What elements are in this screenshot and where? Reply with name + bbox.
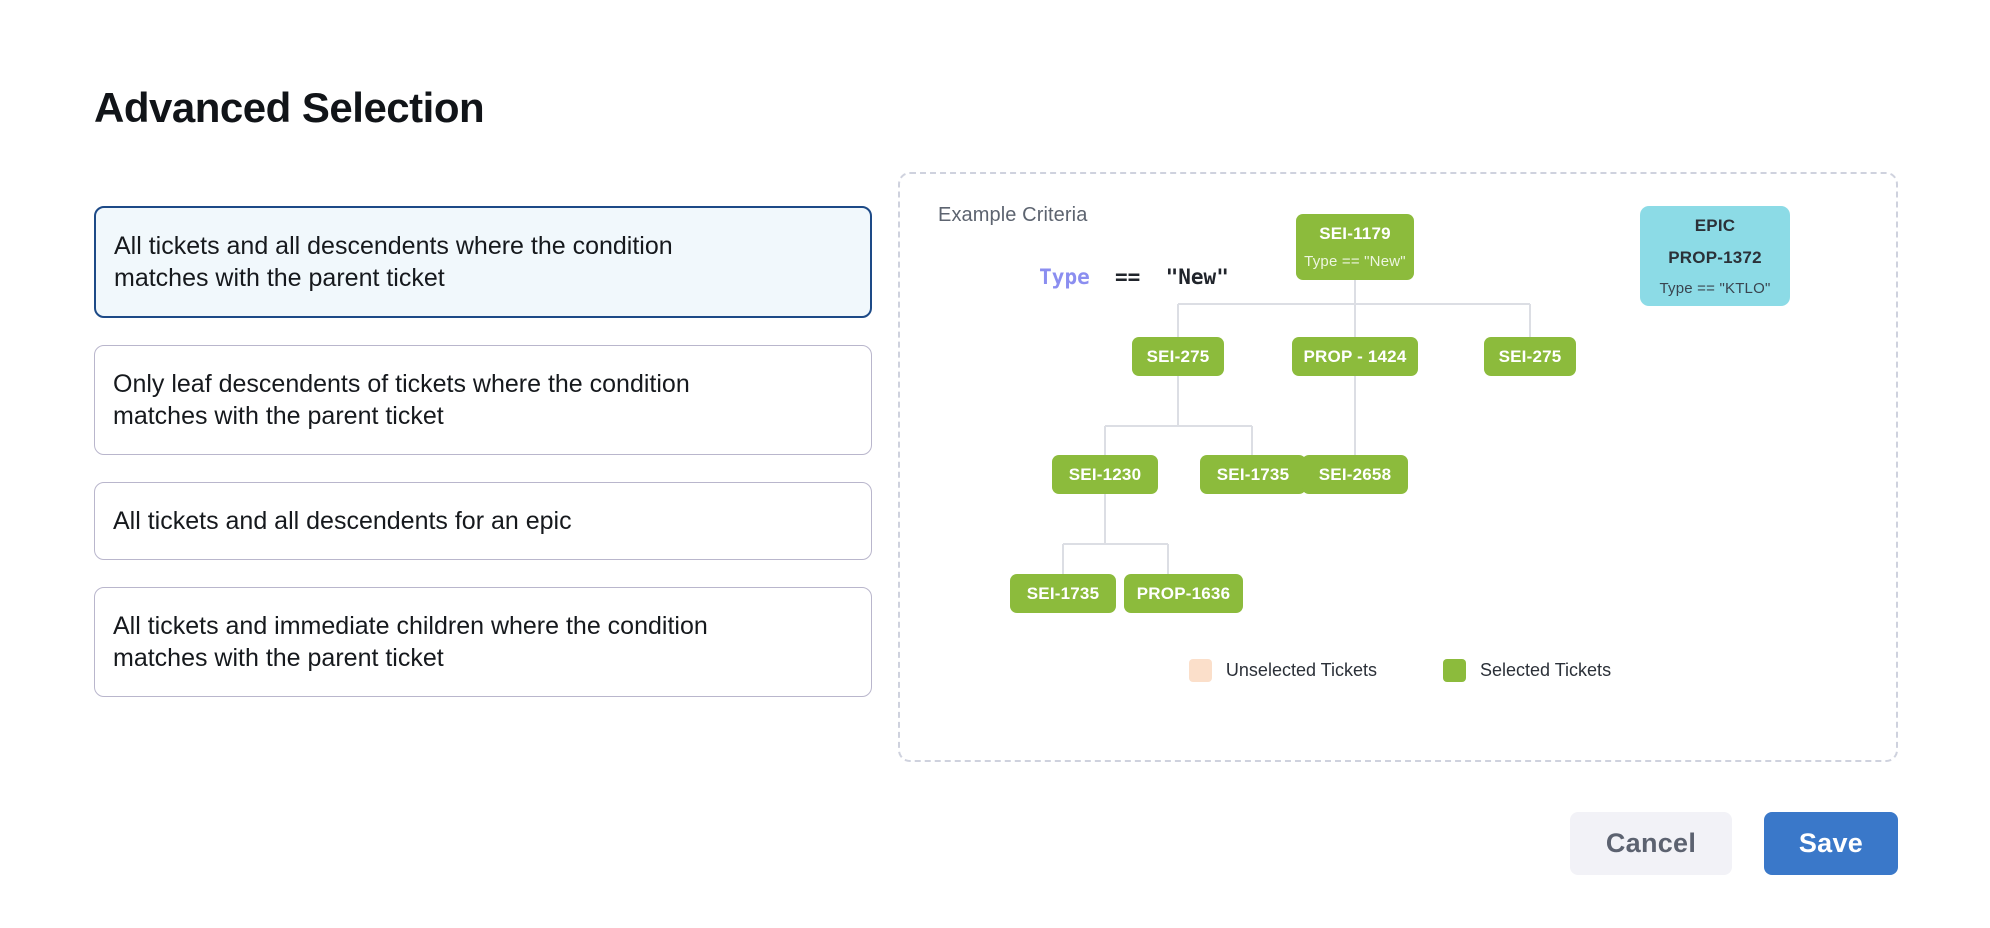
option-label: All tickets and all descendents where th… xyxy=(114,232,673,292)
criteria-operator: == xyxy=(1115,265,1141,289)
tree-node-sei-1179[interactable]: SEI-1179 Type == "New" xyxy=(1296,214,1414,280)
criteria-value: "New" xyxy=(1165,265,1229,289)
legend-swatch-selected-icon xyxy=(1443,659,1466,682)
node-condition: Type == "KTLO" xyxy=(1659,279,1771,297)
tree-node-sei-275-right[interactable]: SEI-275 xyxy=(1484,337,1576,376)
node-label: SEI-1735 xyxy=(1026,583,1100,603)
option-label: All tickets and immediate children where… xyxy=(113,612,708,672)
node-label: SEI-2658 xyxy=(1318,464,1392,484)
legend-item-selected: Selected Tickets xyxy=(1443,659,1611,682)
option-label: Only leaf descendents of tickets where t… xyxy=(113,370,690,430)
legend-item-unselected: Unselected Tickets xyxy=(1188,659,1377,682)
node-label: SEI-1735 xyxy=(1216,464,1290,484)
legend-swatch-unselected-icon xyxy=(1188,659,1212,682)
option-label: All tickets and all descendents for an e… xyxy=(113,507,572,535)
legend-label: Selected Tickets xyxy=(1480,660,1612,680)
criteria-field: Type xyxy=(1039,265,1090,289)
node-label: SEI-1179 xyxy=(1319,224,1391,243)
node-label: PROP-1636 xyxy=(1136,583,1231,603)
tree-legend: Unselected Tickets Selected Tickets xyxy=(900,659,1900,682)
node-condition: Type == "New" xyxy=(1304,253,1406,270)
option-card-immediate-children-condition[interactable]: All tickets and immediate children where… xyxy=(94,587,872,697)
node-label: PROP - 1424 xyxy=(1303,346,1407,366)
legend-label: Unselected Tickets xyxy=(1225,660,1377,680)
option-card-all-descendents-epic[interactable]: All tickets and all descendents for an e… xyxy=(94,482,872,560)
tree-node-sei-275-left[interactable]: SEI-275 xyxy=(1132,337,1224,376)
tree-node-sei-1230[interactable]: SEI-1230 xyxy=(1052,455,1158,494)
dialog-footer: Cancel Save xyxy=(1570,812,1898,875)
cancel-button[interactable]: Cancel xyxy=(1570,812,1732,875)
tree-node-epic-prop-1372[interactable]: EPIC PROP-1372 Type == "KTLO" xyxy=(1640,206,1790,306)
node-label: SEI-1230 xyxy=(1068,464,1142,484)
criteria-expression: Type == "New" xyxy=(938,241,1229,313)
selection-options-list: All tickets and all descendents where th… xyxy=(94,206,872,724)
tree-connectors xyxy=(1062,279,1531,574)
node-label: PROP-1372 xyxy=(1668,247,1762,267)
tree-node-sei-1735-leaf[interactable]: SEI-1735 xyxy=(1010,574,1116,613)
tree-node-prop-1424[interactable]: PROP - 1424 xyxy=(1292,337,1418,376)
option-card-leaf-descendents-condition[interactable]: Only leaf descendents of tickets where t… xyxy=(94,345,872,455)
option-card-all-descendents-condition[interactable]: All tickets and all descendents where th… xyxy=(94,206,872,318)
node-epic-tag: EPIC xyxy=(1694,215,1736,235)
tree-node-sei-1735-mid[interactable]: SEI-1735 xyxy=(1200,455,1306,494)
example-diagram-panel: Example Criteria Type == "New" xyxy=(898,172,1898,762)
node-label: SEI-275 xyxy=(1498,346,1562,366)
tree-node-prop-1636[interactable]: PROP-1636 xyxy=(1124,574,1243,613)
save-button[interactable]: Save xyxy=(1764,812,1898,875)
ticket-hierarchy-tree: SEI-1179 Type == "New" EPIC PROP-1372 Ty… xyxy=(900,174,1900,764)
tree-node-sei-2658[interactable]: SEI-2658 xyxy=(1302,455,1408,494)
page-title: Advanced Selection xyxy=(94,84,485,132)
example-criteria: Example Criteria Type == "New" xyxy=(938,204,1229,313)
criteria-label: Example Criteria xyxy=(938,204,1088,226)
node-label: SEI-275 xyxy=(1146,346,1210,366)
